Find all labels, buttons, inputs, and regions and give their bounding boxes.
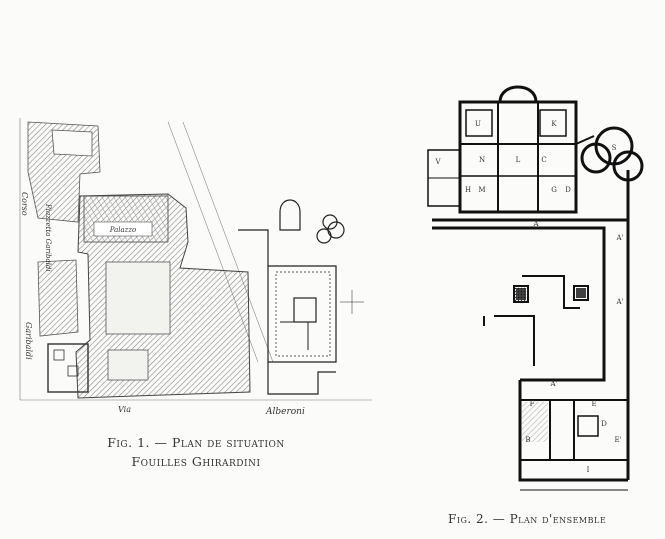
room-label: V [434, 158, 441, 166]
room-label: D [601, 420, 607, 428]
room-label: N [479, 156, 485, 164]
room-label: C [541, 156, 546, 164]
room-label: H [465, 186, 471, 194]
garibaldi-label: Garibaldi [24, 322, 33, 360]
alberoni-label: Alberoni [265, 407, 305, 417]
figure-1-caption: Fig. 1. — Plan de situation Fouilles Ghi… [96, 433, 296, 471]
room-label: U [475, 120, 481, 128]
room-label: L [516, 156, 521, 164]
room-label: M [478, 186, 485, 194]
figure-1-caption-line2: Fouilles Ghirardini [131, 454, 261, 469]
room-label: A' [616, 234, 624, 242]
palazzo-label: Palazzo [109, 226, 137, 234]
room-label: D [565, 186, 571, 194]
room-label: F [530, 400, 535, 408]
via-label: Via [118, 405, 131, 414]
room-label: B [525, 436, 530, 444]
room-label: E [591, 400, 596, 408]
room-label: E' [614, 436, 621, 444]
figure-2-caption: Fig. 2. — Plan d'ensemble [448, 512, 607, 526]
room-label: S [612, 144, 617, 152]
figure-2-plan: U L K S V N M H G D C A A' A' A' F E B D… [427, 85, 644, 491]
room-label: G [551, 186, 557, 194]
room-label: K [551, 120, 557, 128]
corso-label: Corso [20, 192, 29, 216]
room-label: I [587, 466, 590, 474]
room-label: A [532, 220, 539, 228]
room-label: A' [550, 380, 558, 388]
figure-1-plan: Palazzo Corso Piazzetta Garibaldi Gariba… [19, 118, 372, 417]
piazzetta-label: Piazzetta Garibaldi [44, 203, 52, 272]
room-label: A' [616, 298, 624, 306]
figure-1-caption-line1: Fig. 1. — Plan de situation [107, 435, 285, 450]
